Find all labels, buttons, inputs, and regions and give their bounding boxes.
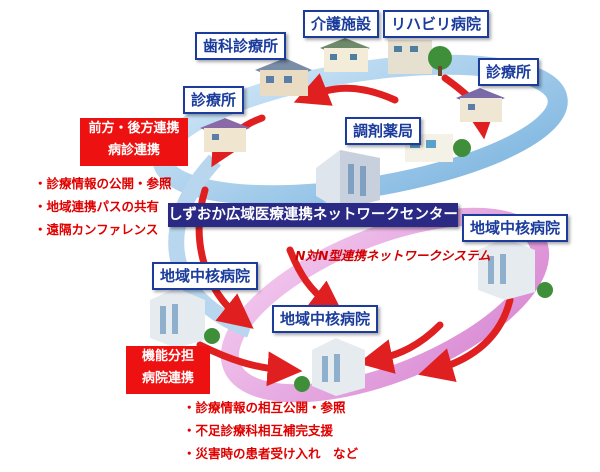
- system-label: N対N型連携ネットワークシステム: [295, 248, 491, 263]
- core-hospital-bottom-building: [294, 338, 365, 396]
- dental-clinic-label: 歯科診療所: [195, 32, 287, 60]
- upper-bullet-item: ・診療情報の公開・参照: [34, 176, 172, 191]
- core-hospital-left-label: 地域中核病院: [152, 262, 259, 290]
- clinic-right-label: 診療所: [478, 58, 540, 86]
- lower-bullet-list: ・診療情報の相互公開・参照 ・不足診療科相互補完支援 ・災害時の患者受け入れ な…: [183, 396, 358, 465]
- rehab-hospital-label: リハビリ病院: [383, 10, 490, 38]
- lower-collaboration-box: 機能分担 病院連携: [126, 346, 210, 394]
- upper-box-line1: 前方・後方連携: [88, 121, 180, 136]
- lower-bullet-item: ・災害時の患者受け入れ など: [183, 446, 359, 461]
- dental-clinic-building: [255, 58, 312, 96]
- upper-box-line2: 病診連携: [107, 143, 160, 158]
- pharmacy-label: 調剤薬局: [345, 117, 422, 145]
- care-facility-building: [320, 38, 370, 72]
- core-hospital-right-building: [478, 238, 553, 300]
- rehab-hospital-building: [388, 40, 452, 76]
- lower-box-line2: 病院連携: [141, 371, 194, 386]
- network-center-label: しずおか広域医療連携ネットワークセンター: [168, 203, 458, 227]
- clinic-left-building: [200, 118, 250, 152]
- clinic-left-label: 診療所: [183, 86, 245, 114]
- core-hospital-right-label: 地域中核病院: [462, 214, 569, 242]
- upper-collaboration-box: 前方・後方連携 病診連携: [80, 118, 188, 166]
- lower-bullet-item: ・不足診療科相互補完支援: [183, 423, 334, 438]
- lower-box-line1: 機能分担: [141, 349, 194, 364]
- upper-bullet-item: ・地域連携パスの共有: [34, 199, 160, 214]
- upper-bullet-list: ・診療情報の公開・参照 ・地域連携パスの共有 ・遠隔カンファレンス: [34, 172, 172, 241]
- care-facility-label: 介護施設: [303, 10, 380, 38]
- upper-bullet-item: ・遠隔カンファレンス: [34, 222, 159, 237]
- core-hospital-left-building: [150, 288, 220, 348]
- clinic-right-building: [456, 88, 505, 122]
- core-hospital-bottom-label: 地域中核病院: [272, 305, 379, 333]
- center-building: [316, 150, 380, 210]
- lower-bullet-item: ・診療情報の相互公開・参照: [183, 400, 346, 415]
- lower-ring: [220, 207, 550, 403]
